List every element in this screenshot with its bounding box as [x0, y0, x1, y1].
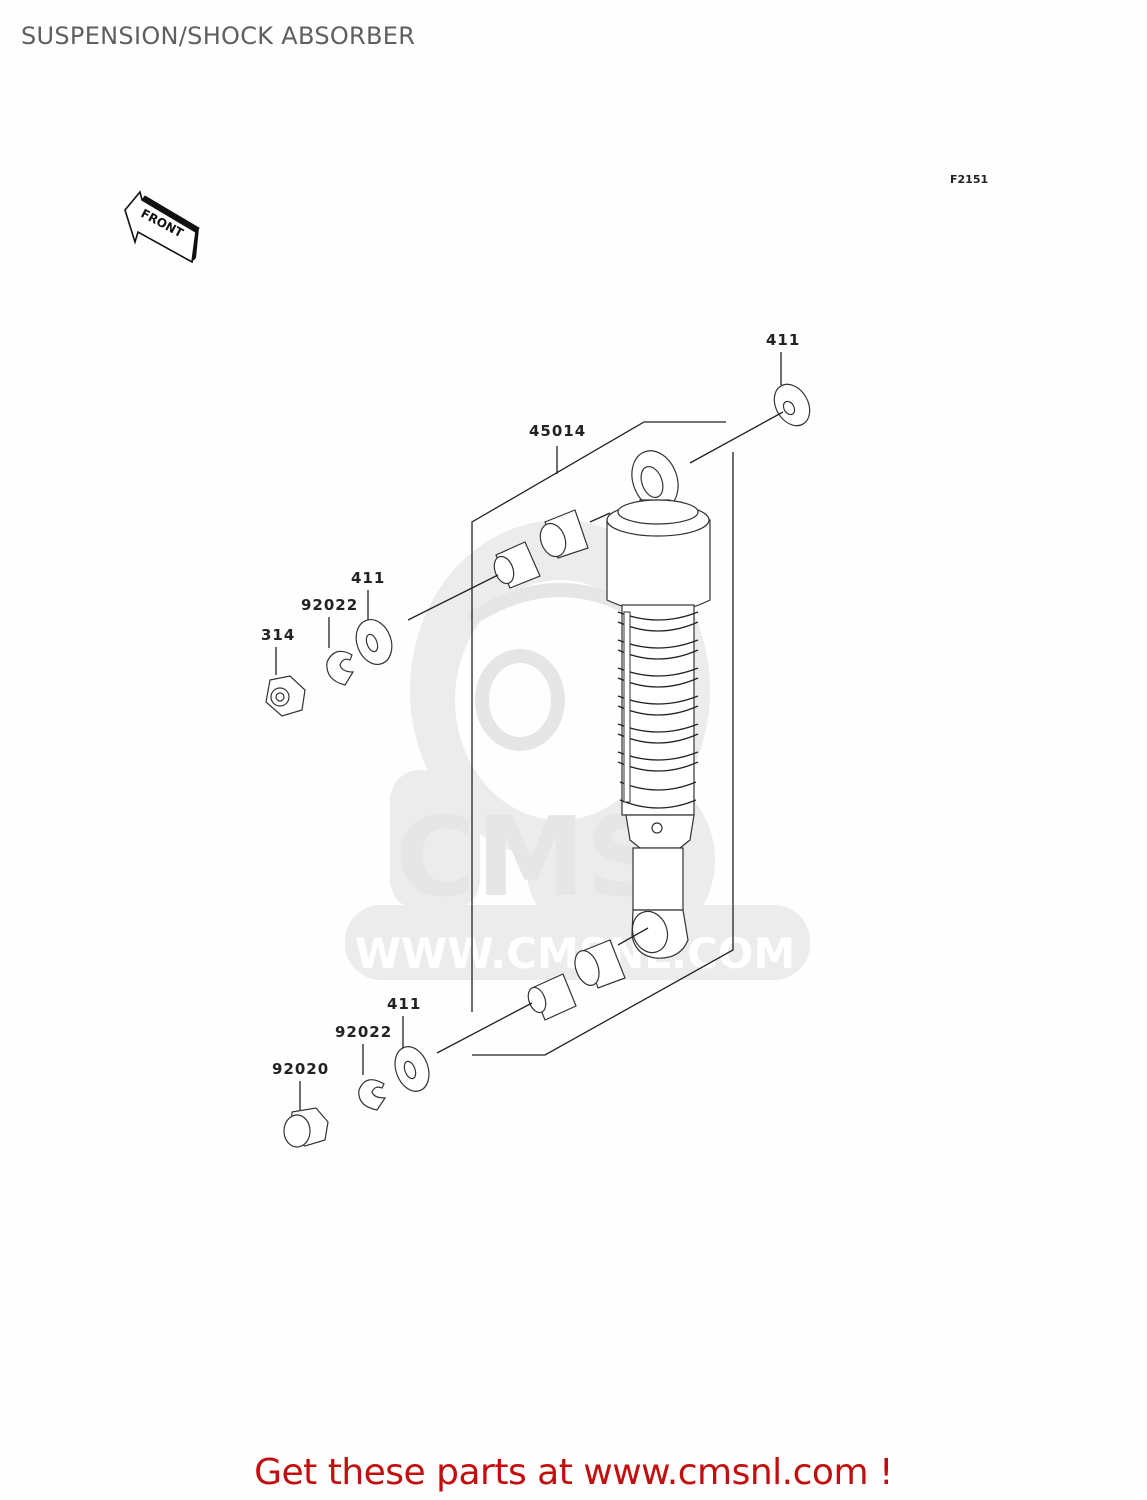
part-upper-circlip[interactable]: 92022 — [301, 596, 358, 686]
part-label-upper-nut[interactable]: 314 — [261, 626, 295, 644]
part-lower-cap-nut[interactable]: 92020 — [272, 1060, 329, 1148]
part-label-shock-assembly[interactable]: 45014 — [529, 422, 586, 440]
part-upper-nut[interactable]: 314 — [261, 626, 306, 717]
part-upper-washer[interactable]: 411 — [350, 569, 398, 669]
cms-shop-link[interactable]: Get these parts at www.cmsnl.com ! — [254, 1452, 893, 1493]
part-label-lower-cap-nut[interactable]: 92020 — [272, 1060, 329, 1078]
part-top-washer[interactable]: 411 — [689, 331, 817, 464]
page-title: SUSPENSION/SHOCK ABSORBER — [21, 22, 416, 50]
part-label-upper-washer[interactable]: 411 — [351, 569, 385, 587]
part-lower-bushings — [436, 939, 626, 1054]
part-label-lower-circlip[interactable]: 92022 — [335, 1023, 392, 1041]
part-label-lower-washer[interactable]: 411 — [387, 995, 421, 1013]
part-lower-washer[interactable]: 411 — [387, 995, 435, 1096]
part-upper-bushings — [407, 509, 611, 621]
part-lower-circlip[interactable]: 92022 — [335, 1023, 392, 1111]
part-label-top-washer[interactable]: 411 — [766, 331, 800, 349]
figure-code: F2151 — [950, 173, 988, 186]
front-arrow-icon: FRONT — [124, 190, 200, 264]
part-label-upper-circlip[interactable]: 92022 — [301, 596, 358, 614]
spring-coils — [617, 604, 699, 816]
cms-watermark: CMS WWW.CMSNL.COM — [345, 520, 810, 980]
part-shock-absorber[interactable]: 45014 — [529, 422, 711, 959]
assembly-bracket — [471, 421, 734, 1056]
watermark-url: WWW.CMSNL.COM — [355, 929, 796, 978]
watermark-brand: CMS — [395, 793, 664, 921]
